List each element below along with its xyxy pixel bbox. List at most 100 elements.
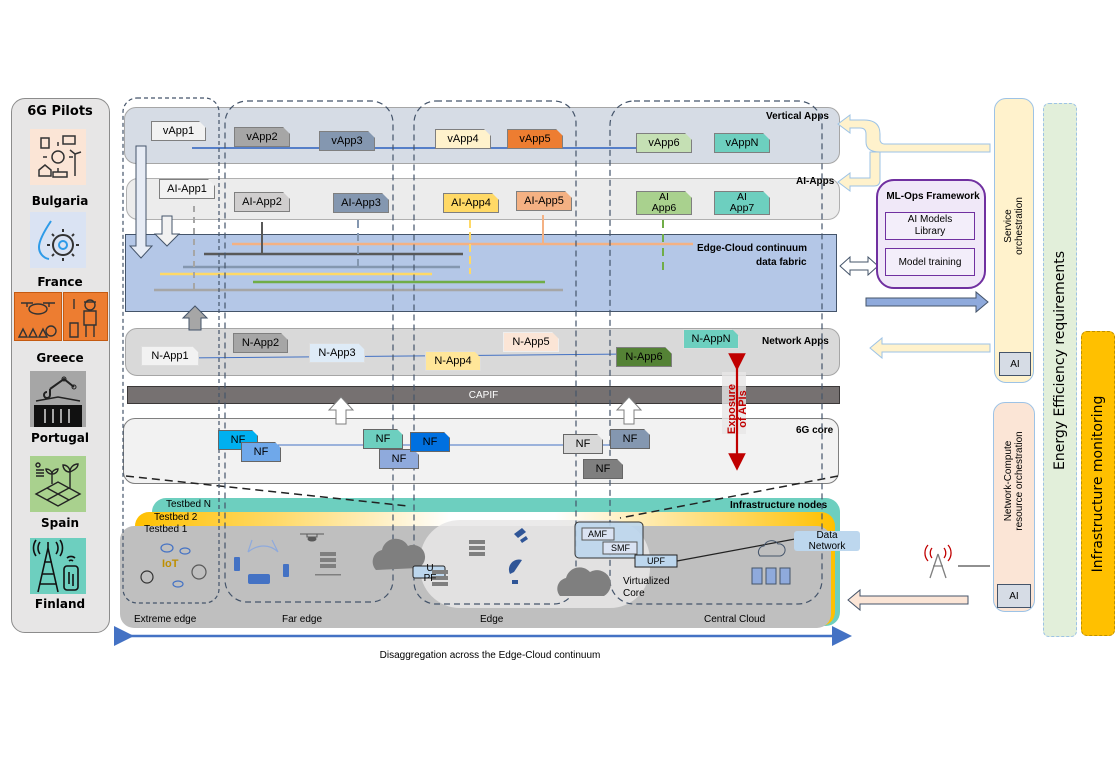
iot-label: IoT bbox=[162, 558, 179, 570]
pilot-label-bulgaria: Bulgaria bbox=[31, 194, 89, 208]
ai-app-4[interactable]: AI-App4 bbox=[443, 193, 499, 213]
nf-3[interactable]: NF bbox=[363, 429, 403, 449]
core-label: 6G core bbox=[796, 425, 834, 436]
cell-tower-icon bbox=[924, 544, 952, 579]
server-icons bbox=[315, 540, 485, 586]
testbed-1-label: Testbed 1 bbox=[144, 524, 188, 535]
column-edge bbox=[413, 100, 577, 605]
pilot-label-finland: Finland bbox=[34, 597, 86, 611]
n-app-3[interactable]: N-App3 bbox=[309, 343, 365, 363]
testbed-2-label: Testbed 2 bbox=[154, 512, 198, 523]
n-app-2[interactable]: N-App2 bbox=[233, 333, 288, 353]
orchestration-to-network-apps-arrow bbox=[869, 336, 991, 360]
down-arrow-aiapp bbox=[153, 215, 181, 247]
capif-bar: CAPIF bbox=[127, 386, 840, 404]
pilot-label-portugal: Portugal bbox=[30, 431, 90, 445]
segment-extreme-edge: Extreme edge bbox=[134, 614, 197, 625]
network-apps-label: Network Apps bbox=[762, 336, 829, 347]
vapp-4[interactable]: vApp4 bbox=[435, 129, 491, 149]
robot-arm-icon bbox=[247, 539, 279, 553]
resource-to-infra-arrow bbox=[847, 588, 969, 612]
energy-efficiency-label: Energy Efficiency requirements bbox=[1052, 250, 1068, 470]
ai-app-1[interactable]: AI-App1 bbox=[159, 179, 215, 199]
segment-edge: Edge bbox=[480, 614, 504, 625]
data-center-icon bbox=[751, 540, 791, 585]
pilot-icon-finland bbox=[30, 538, 86, 594]
data-network-box bbox=[794, 531, 860, 551]
service-to-ai-apps-arrow bbox=[837, 151, 881, 192]
segment-far-edge: Far edge bbox=[282, 614, 323, 625]
infra-monitoring-label: Infrastructure monitoring bbox=[1090, 395, 1106, 573]
pilot-icon-greece-2 bbox=[63, 292, 108, 341]
amf-label: AMF bbox=[588, 529, 607, 539]
energy-efficiency-panel bbox=[1043, 103, 1077, 637]
cloud-icon-1 bbox=[372, 538, 426, 570]
fabric-to-orchestration-arrow bbox=[865, 290, 989, 314]
nf-7[interactable]: NF bbox=[610, 429, 650, 449]
ai-app-5[interactable]: AI-App5 bbox=[516, 191, 572, 211]
nf-5[interactable]: NF bbox=[410, 432, 450, 452]
n-app-n[interactable]: N-AppN bbox=[683, 329, 739, 349]
nf-4[interactable]: NF bbox=[379, 449, 419, 469]
iot-device-icons bbox=[140, 543, 207, 588]
infra-monitoring-panel bbox=[1081, 331, 1115, 636]
vertical-apps-label: Vertical Apps bbox=[766, 111, 829, 122]
vapp-6[interactable]: vApp6 bbox=[636, 133, 692, 153]
n-app-5[interactable]: N-App5 bbox=[503, 332, 559, 352]
resource-orchestration-panel bbox=[993, 402, 1035, 612]
up-arrow-capif-1 bbox=[327, 396, 355, 425]
pilot-label-greece: Greece bbox=[36, 351, 84, 365]
ai-app-3[interactable]: AI-App3 bbox=[333, 193, 389, 213]
vapp-5[interactable]: vApp5 bbox=[507, 129, 563, 149]
pilot-icon-bulgaria bbox=[30, 129, 86, 185]
upf-small-label: U PF bbox=[423, 563, 437, 584]
data-fabric-label-1: Edge-Cloud continuum bbox=[697, 243, 807, 254]
testbed-n-label: Testbed N bbox=[166, 499, 212, 510]
nf-2[interactable]: NF bbox=[241, 442, 281, 462]
ai-app-2[interactable]: AI-App2 bbox=[234, 192, 290, 212]
ai-app-6[interactable]: AI App6 bbox=[636, 191, 692, 215]
vapp-3[interactable]: vApp3 bbox=[319, 131, 375, 151]
tower-phone-icon bbox=[32, 539, 79, 593]
ai-app-7[interactable]: AI App7 bbox=[714, 191, 770, 215]
continuum-caption: Disaggregation across the Edge-Cloud con… bbox=[379, 650, 601, 661]
nf-6[interactable]: NF bbox=[563, 434, 603, 454]
pilot-icon-france bbox=[30, 212, 86, 268]
data-network-label: Data Network bbox=[808, 530, 846, 552]
vapp-2[interactable]: vApp2 bbox=[234, 127, 290, 147]
service-orchestration-ai-badge[interactable]: AI bbox=[999, 352, 1031, 376]
n-app-4[interactable]: N-App4 bbox=[425, 351, 481, 371]
far-edge-device-icons bbox=[234, 557, 289, 584]
data-fabric-label-2: data fabric bbox=[756, 257, 807, 268]
virtualized-core-label: Virtualized Core bbox=[623, 576, 670, 599]
infrastructure-label: Infrastructure nodes bbox=[730, 500, 828, 511]
n-app-6[interactable]: N-App6 bbox=[616, 347, 672, 367]
segment-central-cloud: Central Cloud bbox=[704, 614, 766, 625]
pilot-label-spain: Spain bbox=[41, 516, 79, 530]
smf-label: SMF bbox=[611, 543, 630, 553]
n-app-1[interactable]: N-App1 bbox=[141, 346, 199, 366]
mlops-title: ML-Ops Framework bbox=[886, 191, 980, 202]
nf-8[interactable]: NF bbox=[583, 459, 623, 479]
firefighter-icon bbox=[69, 299, 97, 338]
resource-orchestration-ai-badge[interactable]: AI bbox=[997, 584, 1031, 608]
service-to-apps-arrow bbox=[837, 114, 991, 153]
column-far-edge bbox=[224, 100, 394, 603]
pilots-title: 6G Pilots bbox=[27, 104, 93, 119]
vapp-n[interactable]: vAppN bbox=[714, 133, 770, 153]
service-orchestration-panel bbox=[994, 98, 1034, 383]
mlops-item-models-library[interactable]: AI Models Library bbox=[885, 212, 975, 240]
smart-agriculture-icon bbox=[34, 462, 82, 507]
port-crane-container-icon bbox=[34, 376, 82, 427]
mlops-item-model-training[interactable]: Model training bbox=[885, 248, 975, 276]
pilot-icon-greece bbox=[14, 292, 62, 341]
vapp-1[interactable]: vApp1 bbox=[151, 121, 206, 141]
drone-icon bbox=[300, 533, 324, 542]
column-central-cloud bbox=[609, 100, 823, 605]
upf-label: UPF bbox=[647, 556, 665, 566]
fabric-mlops-arrow bbox=[839, 255, 879, 277]
